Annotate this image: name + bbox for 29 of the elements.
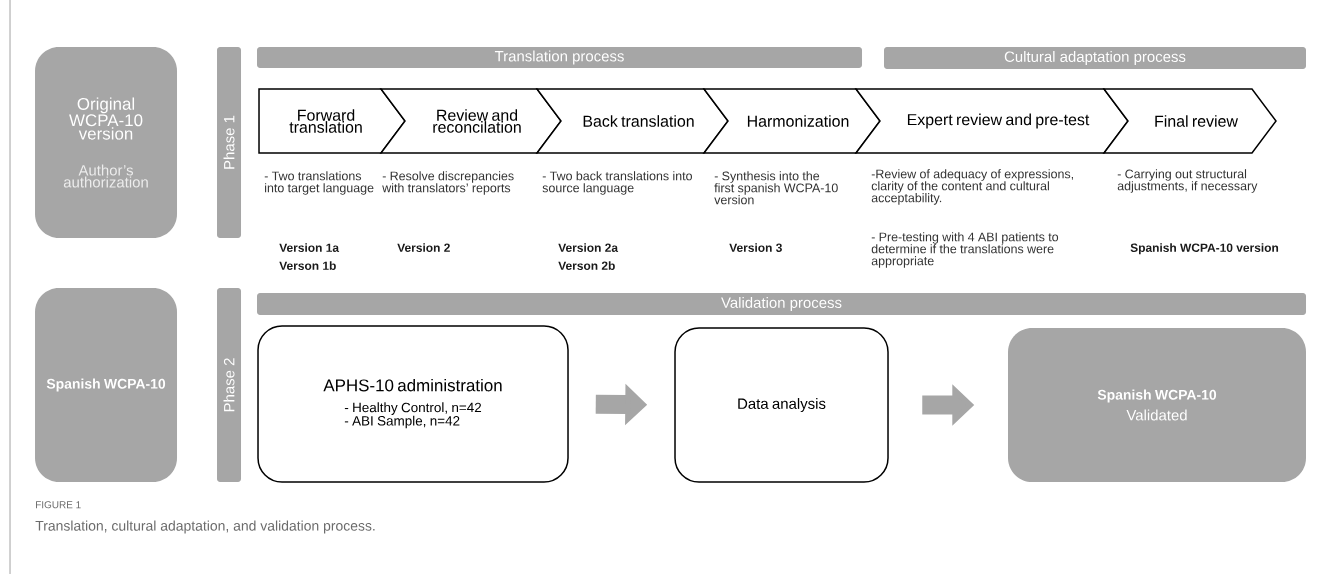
step-description: - Synthesis into the first spanish WCPA-10 version [714, 171, 838, 205]
rounded-box: APHS-10 administration - Healthy Control, n=42 - ABI Sample, n=42 [257, 325, 569, 483]
phase-bar: Phase 2 [217, 288, 241, 482]
version-label: Verson 1b [279, 261, 336, 270]
step-description: -Review of adequacy of expressions, clarity of the content and cultural acceptability. [871, 169, 1073, 205]
version-label: Verson 2b [558, 261, 615, 270]
step-description: - Two translations into target language [264, 171, 374, 195]
chevron-step: Forward translation [258, 88, 406, 154]
step-description: - Carrying out structural adjustments, if necessary [1117, 169, 1258, 193]
process-band: Translation process [257, 47, 862, 68]
version-label: Version 1a [279, 243, 340, 252]
version-label: Version 2 [397, 243, 450, 252]
process-band: Cultural adaptation process [884, 47, 1306, 69]
version-label: Spanish WCPA-10 version [1130, 243, 1279, 255]
chevron-step: Final review [1102, 88, 1277, 154]
rounded-box: Spanish WCPA-10 [35, 288, 177, 482]
step-description: - Resolve discrepancies with translators’ reports [382, 171, 514, 195]
version-label: Version 2a [558, 243, 619, 252]
step-description: - Pre-testing with 4 ABI patients to determine if the translations were appropriate [871, 232, 1059, 268]
process-band: Validation process [257, 293, 1306, 315]
version-label: Version 3 [729, 243, 782, 252]
figure-number: FIGURE 1 [36, 501, 81, 509]
chevron-step: Expert review and pre-test [854, 88, 1129, 154]
rounded-box: Data analysis [674, 327, 889, 483]
step-description: - Two back translations into source language [542, 171, 692, 195]
caption: Translation, cultural adaptation, and validation process. [35, 520, 375, 534]
rounded-box: Original WCPA-10 version Author’s authorization [35, 47, 177, 238]
phase-bar: Phase 1 [217, 47, 241, 238]
rounded-box: Spanish WCPA-10 Validated [1008, 328, 1306, 482]
